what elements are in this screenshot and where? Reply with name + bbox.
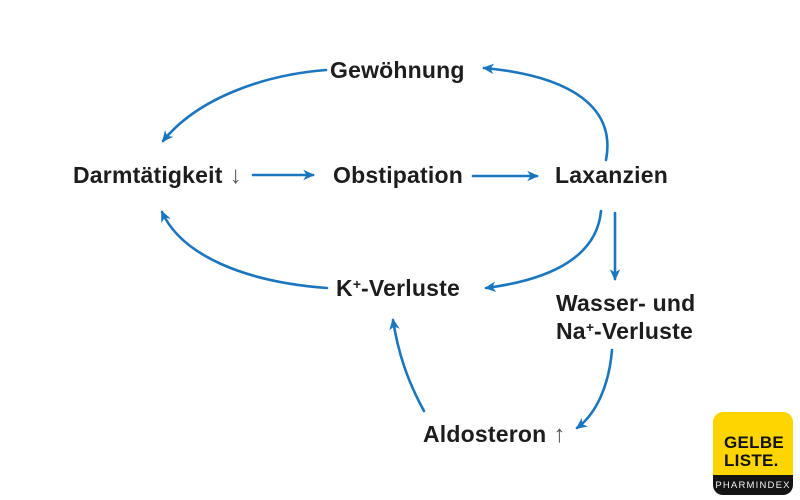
node-laxanzien: Laxanzien (555, 162, 668, 189)
na-verluste-line: Na+-Verluste (556, 317, 695, 348)
plus-superscript: + (585, 319, 594, 335)
node-darmtaetigkeit: Darmtätigkeit↓ (73, 162, 242, 189)
verluste-text: -Verluste (361, 275, 460, 301)
node-k-verluste-label: K+-Verluste (336, 275, 460, 301)
wasser-line: Wasser- und (556, 290, 696, 316)
up-arrow-glyph: ↑ (553, 421, 566, 448)
node-darmtaetigkeit-label: Darmtätigkeit (73, 162, 223, 188)
node-wasser-na-verluste: Wasser- und Na+-Verluste (556, 289, 695, 348)
arrow-k-verluste-to-darmtaetigkeit (160, 210, 329, 290)
node-laxanzien-label: Laxanzien (555, 162, 669, 188)
down-arrow-glyph: ↓ (229, 162, 242, 189)
arrow-wasser-na-verluste-to-aldosteron (575, 348, 614, 430)
node-obstipation: Obstipation (333, 162, 463, 189)
node-aldosteron: Aldosteron↑ (423, 421, 566, 448)
verluste-text: -Verluste (594, 318, 693, 344)
gelbe-liste-logo-text: GELBE LISTE. (713, 412, 793, 475)
arrow-gewoehnung-to-darmtaetigkeit (161, 68, 328, 143)
k-symbol: K (336, 275, 353, 301)
arrow-laxanzien-to-k-verluste (484, 209, 603, 292)
na-symbol: Na (556, 318, 586, 344)
plus-superscript: + (352, 276, 361, 292)
node-obstipation-label: Obstipation (333, 162, 463, 188)
node-gewoehnung-label: Gewöhnung (330, 57, 465, 83)
logo-line-liste: LISTE. (724, 451, 779, 470)
gelbe-liste-logo: GELBE LISTE. PHARMINDEX (713, 412, 793, 495)
node-aldosteron-label: Aldosteron (423, 421, 547, 447)
arrow-aldosteron-to-k-verluste (389, 318, 426, 413)
node-k-verluste: K+-Verluste (336, 275, 460, 305)
logo-line-gelbe: GELBE (724, 433, 785, 452)
node-gewoehnung: Gewöhnung (330, 57, 465, 84)
pharmindex-label: PHARMINDEX (713, 475, 793, 495)
arrow-laxanzien-to-gewoehnung (482, 63, 609, 162)
